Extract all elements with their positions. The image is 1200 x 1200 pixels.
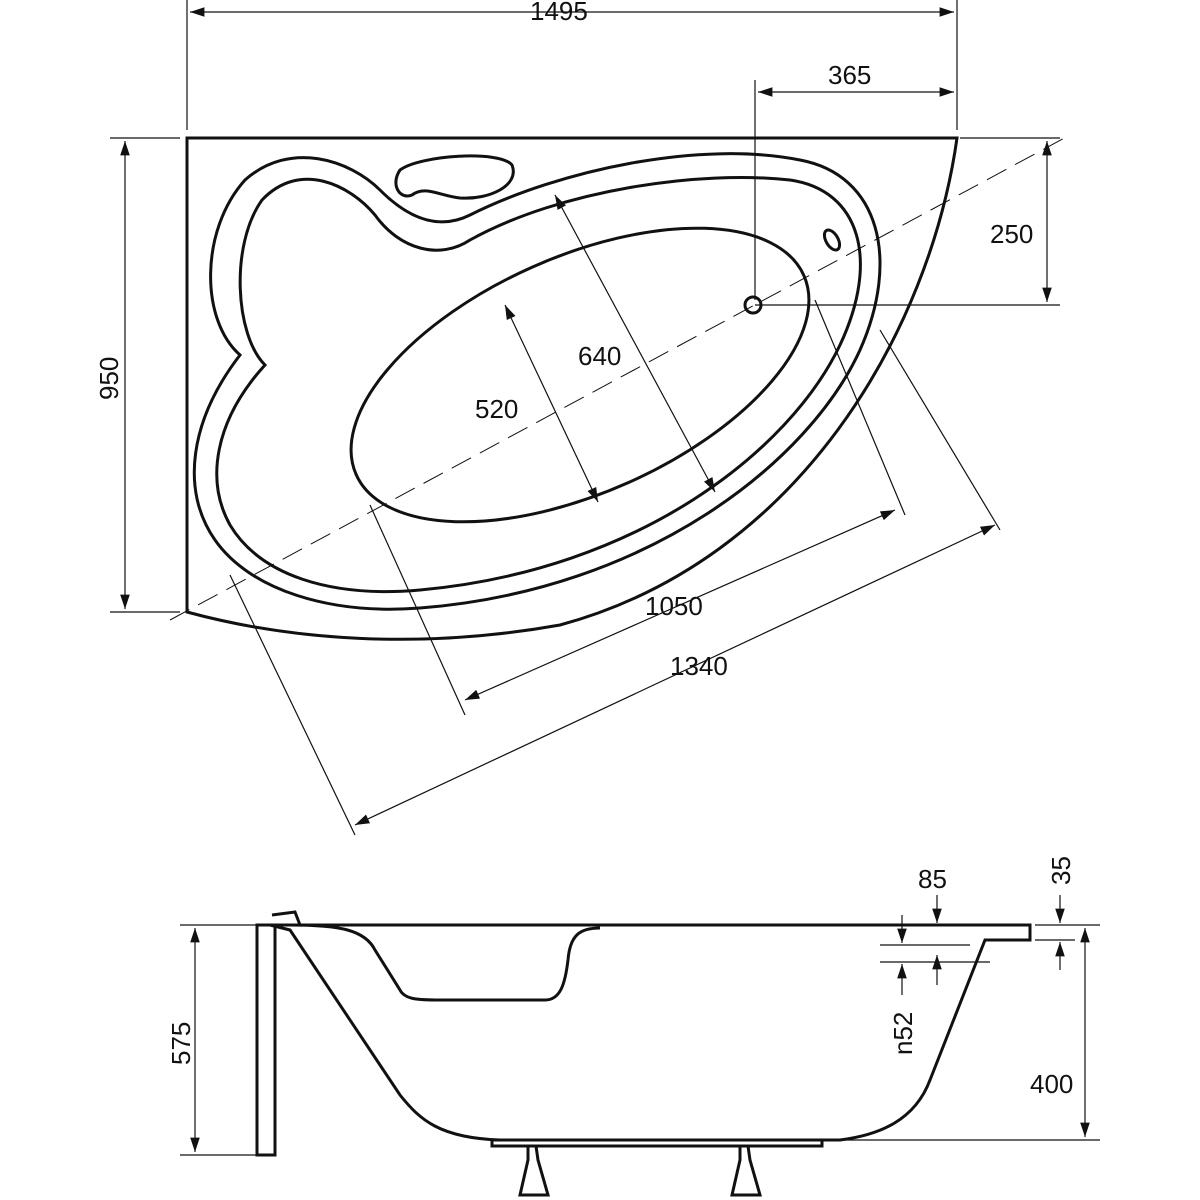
- rim-lip: [271, 910, 302, 926]
- dim-rim-width: 85: [918, 864, 947, 894]
- dim-inner-width-outer: 640: [578, 341, 621, 371]
- dim-rim-thickness: 35: [1046, 856, 1076, 885]
- rim-inner-outline: [215, 176, 862, 594]
- dim-drain-x: 365: [828, 60, 871, 90]
- headrest: [394, 154, 515, 200]
- dim-width-total: 1495: [530, 0, 588, 26]
- overflow-icon: [822, 228, 842, 252]
- dim-drain-y: 250: [990, 219, 1033, 249]
- foot-left: [518, 1144, 550, 1197]
- side-view: 85 35 n52 575 400: [166, 856, 1100, 1197]
- leg-left: [490, 1138, 824, 1148]
- dim-inner-width-bottom: 520: [475, 394, 518, 424]
- dim-overflow: n52: [888, 1012, 918, 1055]
- dim-inner-length-bottom: 1050: [645, 591, 703, 621]
- headrest-profile: [289, 923, 601, 1002]
- tub-side-profile: [269, 923, 1032, 1142]
- dim-inner-length-outer: 1340: [670, 651, 728, 681]
- top-view: 1495 365 950 250 640 520 1050 1340: [94, 0, 1071, 836]
- dim-basin-depth: 400: [1030, 1069, 1073, 1099]
- dim-depth-total: 950: [94, 357, 124, 400]
- dim-total-height: 575: [166, 1022, 196, 1065]
- apron-panel: [255, 923, 277, 1157]
- foot-right: [730, 1144, 762, 1197]
- rim-outline: [192, 152, 882, 611]
- tub-outline: [185, 136, 959, 641]
